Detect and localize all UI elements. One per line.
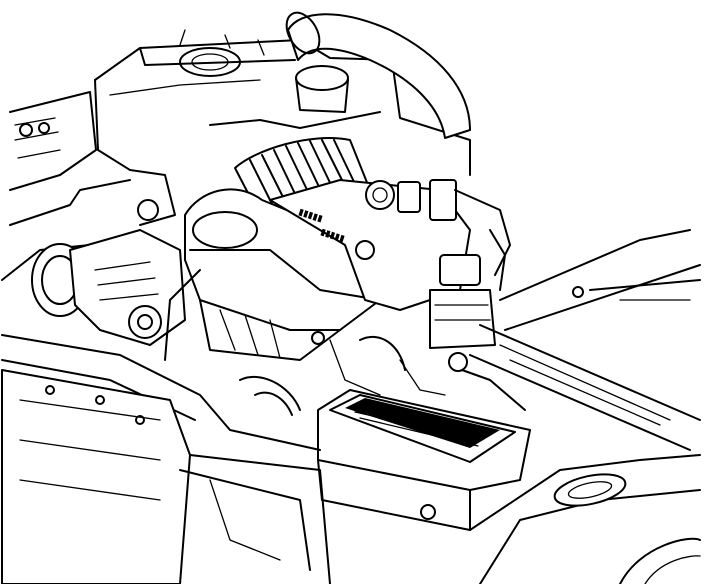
air-cleaner-housing: [184, 188, 381, 361]
cowl-panel: [94, 29, 471, 176]
hoses-wiring: [164, 269, 446, 416]
right-headlamp-area: [469, 454, 701, 584]
air-intake-tube: [285, 11, 471, 139]
engine-valve-cover: ▮▮▮▮▮ ▮▮▮▮▮: [269, 179, 511, 311]
alternator: [31, 169, 186, 346]
battery: [317, 389, 531, 531]
egr-valve-assembly: [429, 229, 526, 411]
radiator-support: [1, 334, 331, 584]
right-fender-rail: [469, 229, 701, 451]
left-fender: [1, 91, 131, 281]
